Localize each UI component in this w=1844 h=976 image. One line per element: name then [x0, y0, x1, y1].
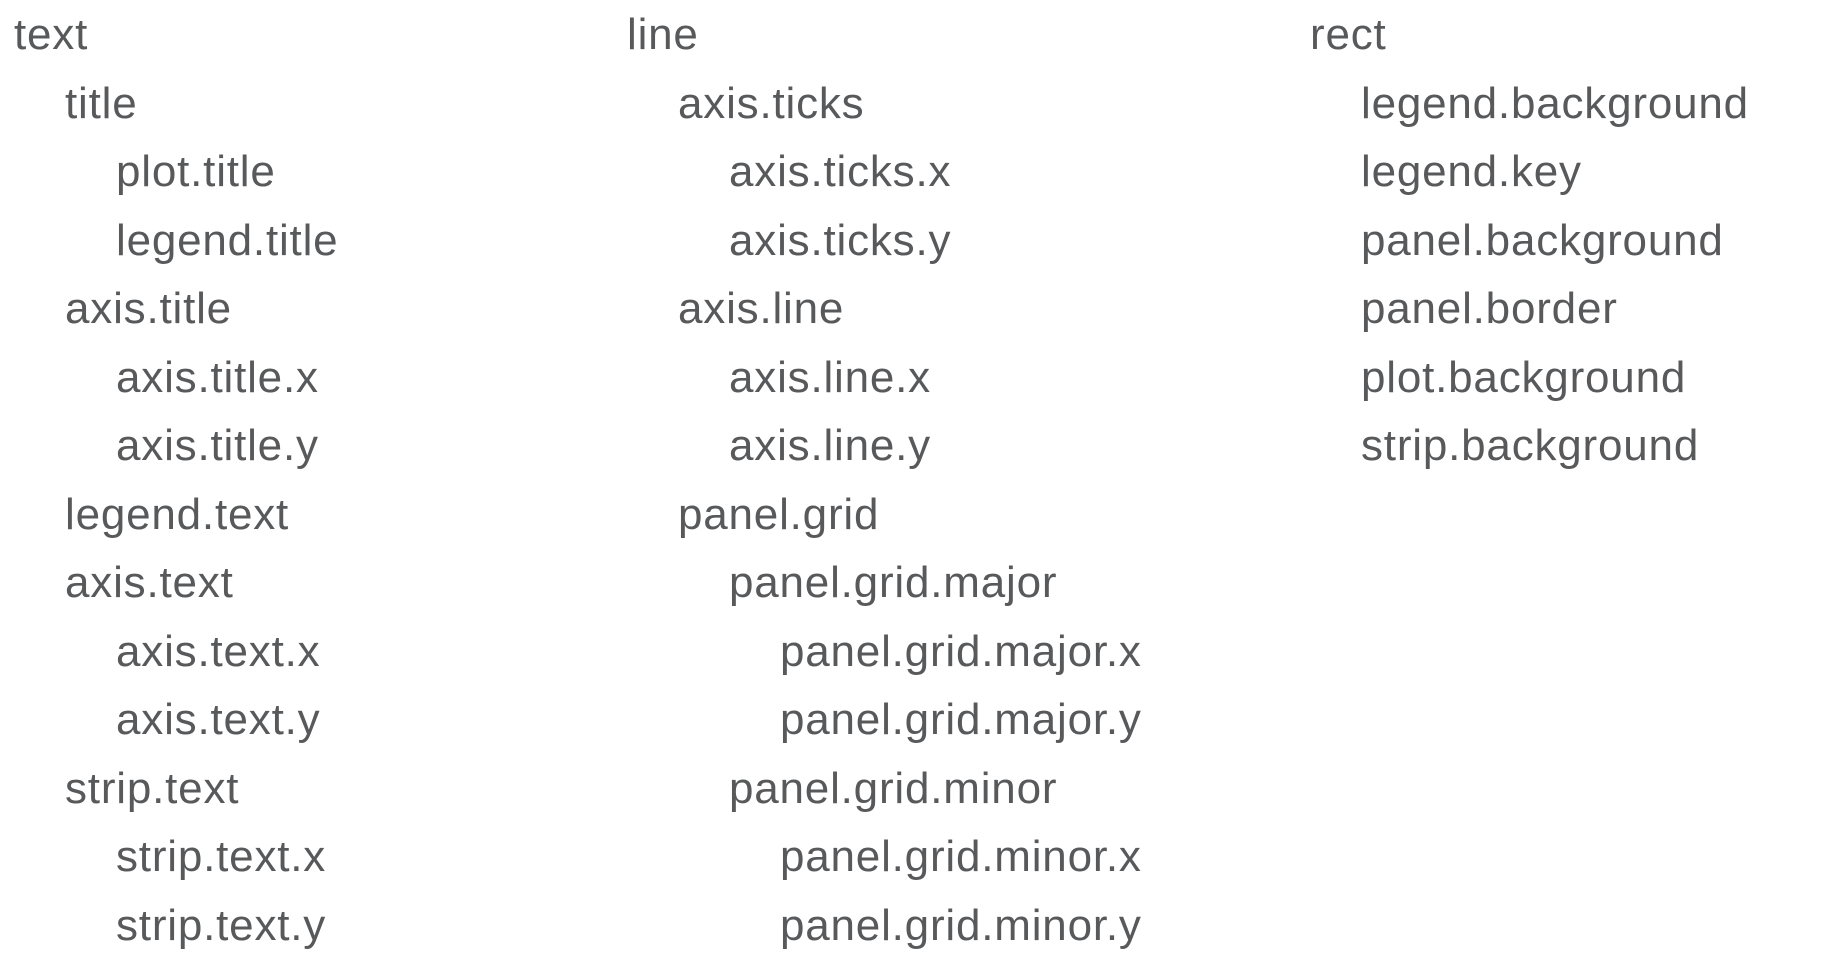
- item-axis-title-x: axis.title.x: [116, 352, 319, 402]
- item-plot-background: plot.background: [1361, 352, 1687, 402]
- item-legend-background: legend.background: [1361, 78, 1749, 128]
- column-line: line axis.ticks axis.ticks.x axis.ticks.…: [627, 1, 1142, 960]
- item-title: title: [65, 78, 138, 128]
- item-text: text: [14, 10, 89, 59]
- column-rect: rect legend.background legend.key panel.…: [1310, 1, 1749, 481]
- item-panel-grid-minor: panel.grid.minor: [729, 763, 1058, 813]
- item-panel-grid: panel.grid: [678, 489, 880, 539]
- item-axis-ticks-y: axis.ticks.y: [729, 215, 952, 265]
- item-panel-grid-major: panel.grid.major: [729, 558, 1058, 607]
- item-panel-grid-major-x: panel.grid.major.x: [780, 626, 1142, 676]
- item-panel-grid-minor-y: panel.grid.minor.y: [780, 900, 1142, 950]
- item-axis-text-x: axis.text.x: [116, 626, 321, 676]
- item-strip-text-y: strip.text.y: [116, 900, 327, 950]
- item-axis-text-y: axis.text.y: [116, 695, 321, 744]
- item-axis-line-y: axis.line.y: [729, 421, 931, 470]
- item-axis-title-y: axis.title.y: [116, 421, 319, 470]
- item-panel-grid-minor-x: panel.grid.minor.x: [780, 832, 1142, 881]
- item-axis-text: axis.text: [65, 558, 234, 607]
- item-line: line: [627, 10, 699, 59]
- item-axis-ticks-x: axis.ticks.x: [729, 147, 952, 196]
- item-panel-border: panel.border: [1361, 284, 1618, 333]
- item-plot-title: plot.title: [116, 147, 276, 196]
- item-strip-background: strip.background: [1361, 421, 1700, 470]
- item-axis-title: axis.title: [65, 284, 232, 333]
- item-legend-text: legend.text: [65, 489, 290, 539]
- item-strip-text: strip.text: [65, 763, 240, 813]
- item-axis-line: axis.line: [678, 284, 845, 333]
- item-strip-text-x: strip.text.x: [116, 832, 327, 881]
- item-panel-background: panel.background: [1361, 215, 1724, 265]
- item-axis-line-x: axis.line.x: [729, 352, 931, 402]
- item-legend-key: legend.key: [1361, 147, 1582, 196]
- item-rect: rect: [1310, 10, 1387, 59]
- item-panel-grid-major-y: panel.grid.major.y: [780, 695, 1142, 744]
- column-text: text title plot.title legend.title axis.…: [14, 1, 338, 960]
- item-legend-title: legend.title: [116, 215, 339, 265]
- item-axis-ticks: axis.ticks: [678, 78, 865, 128]
